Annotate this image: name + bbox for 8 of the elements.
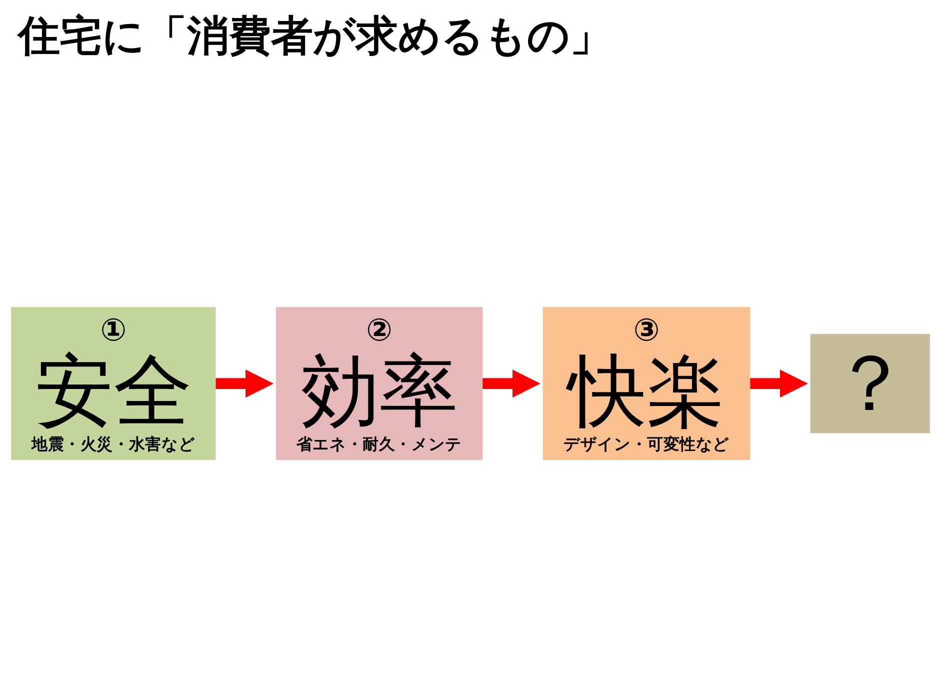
arrow [750,370,808,398]
node-box: ？ [810,334,930,434]
title: 住宅に「消費者が求めるもの」 [18,10,612,62]
node-box: ② 効率 省エネ・耐久・メンテ [276,308,483,460]
arrow [482,370,540,398]
node-box: ① 安全 地震・火災・水害など [11,308,216,460]
node-box: ③ 快楽 デザイン・可変性など [542,308,750,460]
arrow [215,370,274,398]
